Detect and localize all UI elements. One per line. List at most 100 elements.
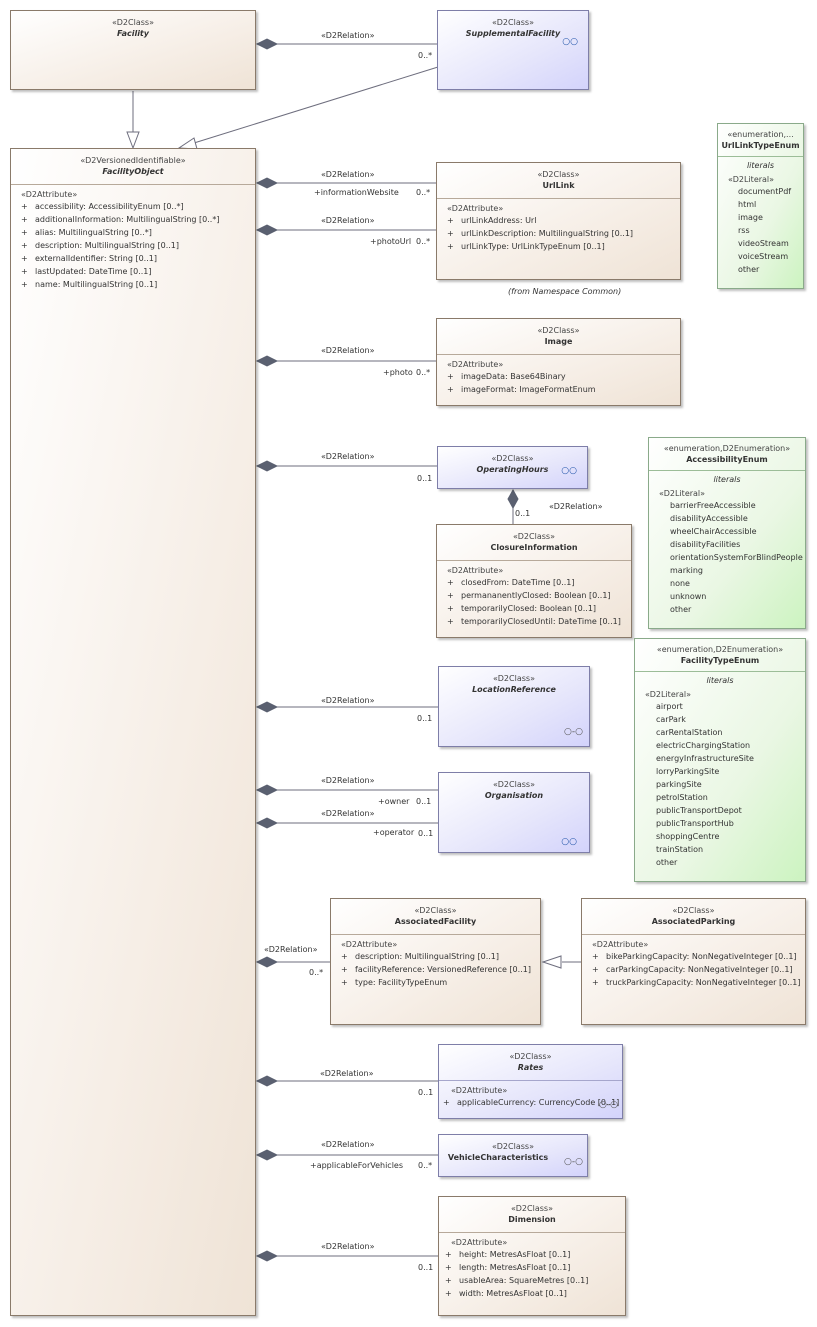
class-name: AssociatedParking <box>651 917 736 926</box>
attribute: +name: MultilingualString [0..1] <box>21 280 158 289</box>
composition-diamond <box>255 1075 279 1087</box>
divider <box>437 560 631 561</box>
attribute-stereotype: «D2Attribute» <box>592 940 649 949</box>
stereotype: «enumeration,... <box>727 130 794 139</box>
literal: airport <box>656 702 683 711</box>
attribute: +imageData: Base64Binary <box>447 372 566 381</box>
divider <box>649 470 805 471</box>
literal: disabilityAccessible <box>670 514 748 523</box>
divider <box>718 156 803 157</box>
multiplicity-label: 0..* <box>309 968 324 977</box>
enum-accessibility[interactable]: «enumeration,D2Enumeration» Accessibilit… <box>648 437 806 629</box>
stereotype: «D2Class» <box>414 906 457 915</box>
class-image[interactable]: «D2Class» Image «D2Attribute» +imageData… <box>436 318 681 406</box>
enum-url-link-type[interactable]: «enumeration,... UrlLinkTypeEnum literal… <box>717 123 804 289</box>
relation-label: «D2Relation» <box>321 1140 375 1149</box>
literal: wheelChairAccessible <box>670 527 757 536</box>
enum-name: AccessibilityEnum <box>686 455 768 464</box>
literal: other <box>670 605 692 614</box>
literal: shoppingCentre <box>656 832 720 841</box>
multiplicity-label: 0..1 <box>416 797 432 806</box>
class-associated-facility[interactable]: «D2Class» AssociatedFacility «D2Attribut… <box>330 898 541 1025</box>
relation-label: «D2Relation» <box>549 502 603 511</box>
class-name: Image <box>544 337 573 346</box>
attribute: +urlLinkType: UrlLinkTypeEnum [0..1] <box>447 242 605 251</box>
attribute-list: «D2Attribute» +applicableCurrency: Curre… <box>439 1081 622 1111</box>
divider <box>437 354 680 355</box>
stereotype: «D2Class» <box>493 780 535 789</box>
class-dimension[interactable]: «D2Class» Dimension «D2Attribute» +heigh… <box>438 1196 626 1316</box>
class-associated-parking[interactable]: «D2Class» AssociatedParking «D2Attribute… <box>581 898 806 1025</box>
attribute-stereotype: «D2Attribute» <box>341 940 398 949</box>
class-facility[interactable]: «D2Class» Facility <box>10 10 256 90</box>
attribute: +bikeParkingCapacity: NonNegativeInteger… <box>592 952 797 961</box>
stereotype: «D2VersionedIdentifiable» <box>80 156 186 165</box>
stereotype: «D2Class» <box>513 532 555 541</box>
literal: electricChargingStation <box>656 741 751 750</box>
class-facility-object[interactable]: «D2VersionedIdentifiable» FacilityObject… <box>10 148 256 1316</box>
class-organisation[interactable]: «D2Class» Organisation ○○ <box>438 772 590 853</box>
attribute-list: «D2Attribute» +imageData: Base64Binary +… <box>437 355 680 398</box>
class-location-reference[interactable]: «D2Class» LocationReference ○-○ <box>438 666 590 747</box>
class-name: VehicleCharacteristics <box>447 1153 549 1162</box>
abstract-link-icon: ○-○ <box>564 727 583 737</box>
literals-title: literals <box>706 676 734 685</box>
enum-name: FacilityTypeEnum <box>680 656 760 665</box>
relation-label: «D2Relation» <box>321 809 375 818</box>
attribute: +accessibility: AccessibilityEnum [0..*] <box>21 202 184 211</box>
class-name: AssociatedFacility <box>394 917 477 926</box>
literal: parkingSite <box>656 780 702 789</box>
literal: none <box>670 579 690 588</box>
literals-title: literals <box>713 475 741 484</box>
literal: carRentalStation <box>656 728 723 737</box>
attribute-list: «D2Attribute» +accessibility: Accessibil… <box>11 185 255 293</box>
literal: energyInfrastructureSite <box>656 754 754 763</box>
attribute: +closedFrom: DateTime [0..1] <box>447 578 575 587</box>
class-operating-hours[interactable]: «D2Class» OperatingHours ○○ <box>437 446 588 489</box>
class-name: Organisation <box>484 791 544 800</box>
divider <box>11 184 255 185</box>
attribute-stereotype: «D2Attribute» <box>447 204 504 213</box>
enum-facility-type[interactable]: «enumeration,D2Enumeration» FacilityType… <box>634 638 806 882</box>
generalization-arrowhead <box>541 955 562 969</box>
stereotype: «D2Class» <box>511 1204 553 1213</box>
literal-stereotype: «D2Literal» <box>645 690 692 699</box>
relation-label: «D2Relation» <box>321 776 375 785</box>
relation-label: «D2Relation» <box>321 346 375 355</box>
attribute-stereotype: «D2Attribute» <box>447 360 504 369</box>
relation-label: «D2Relation» <box>321 1242 375 1251</box>
attribute-stereotype: «D2Attribute» <box>21 190 78 199</box>
literal: voiceStream <box>738 252 789 261</box>
divider <box>437 198 680 199</box>
literal: trainStation <box>656 845 704 854</box>
literal: html <box>738 200 757 209</box>
literal: publicTransportHub <box>656 819 734 828</box>
composition-diamond <box>255 460 279 472</box>
divider <box>331 934 540 935</box>
class-rates[interactable]: «D2Class» Rates «D2Attribute» +applicabl… <box>438 1044 623 1119</box>
relation-label: «D2Relation» <box>321 452 375 461</box>
composition-diamond <box>255 1250 279 1262</box>
literal: disabilityFacilities <box>670 540 741 549</box>
composition-diamond <box>255 38 279 50</box>
role-label: +operator <box>373 828 415 837</box>
interface-icon: ○○ <box>561 837 577 847</box>
class-url-link[interactable]: «D2Class» UrlLink «D2Attribute» +urlLink… <box>436 162 681 280</box>
class-name: Rates <box>517 1063 544 1072</box>
attribute: +urlLinkAddress: Url <box>447 216 537 225</box>
class-name: UrlLink <box>542 181 575 190</box>
composition-diamond <box>255 701 279 713</box>
composition-diamond <box>507 488 519 510</box>
multiplicity-label: 0..* <box>416 188 431 197</box>
multiplicity-label: 0..1 <box>418 829 434 838</box>
class-supplemental-facility[interactable]: «D2Class» SupplementalFacility ○○ <box>437 10 589 90</box>
stereotype: «D2Class» <box>509 1052 552 1061</box>
attribute-list: «D2Attribute» +bikeParkingCapacity: NonN… <box>582 935 805 991</box>
stereotype: «D2Class» <box>493 674 535 683</box>
attribute: +permananentlyClosed: Boolean [0..1] <box>447 591 611 600</box>
class-vehicle-characteristics[interactable]: «D2Class» VehicleCharacteristics ○-○ <box>438 1134 588 1177</box>
class-closure-information[interactable]: «D2Class» ClosureInformation «D2Attribut… <box>436 524 632 638</box>
literal: documentPdf <box>738 187 792 196</box>
role-label: +photo <box>383 368 413 377</box>
attribute: +description: MultilingualString [0..1] <box>341 952 499 961</box>
